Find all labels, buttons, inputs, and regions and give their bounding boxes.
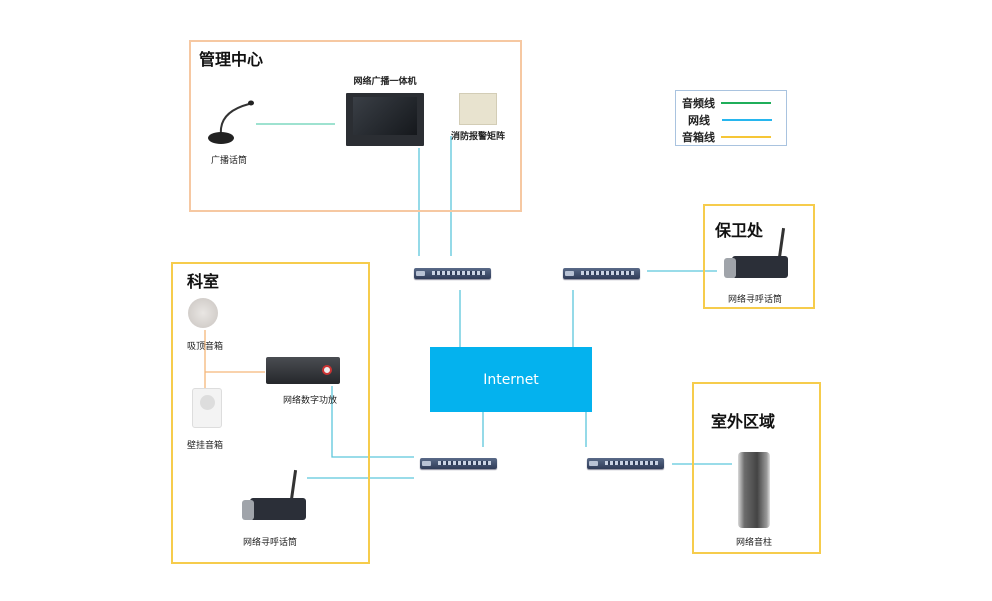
console-body [250,498,306,520]
amp-knob [322,365,332,375]
legend-item-network: 网线 [688,112,772,128]
broadcast-host-device [346,93,424,146]
label-column-speaker: 网络音柱 [735,538,773,548]
label-paging-mic-security: 网络寻呼话筒 [727,295,783,305]
zone-management [189,40,522,212]
line-amp-switch3 [331,386,414,458]
internet-cloud: Internet [430,347,592,412]
legend-swatch [721,136,771,138]
label-broadcast-mic: 广播话筒 [210,156,248,166]
zone-management-title: 管理中心 [199,50,264,69]
mic-stem [289,469,298,501]
label-digital-amplifier: 网络数字功放 [282,396,338,406]
handset [242,500,254,520]
legend: 音频线 网线 音箱线 [675,90,787,146]
zone-outdoor-title: 室外区域 [711,412,776,431]
label-paging-mic-department: 网络寻呼话筒 [242,538,298,548]
console-body [732,256,788,278]
fire-alarm-matrix-device [459,93,497,125]
legend-swatch [721,102,771,104]
label-broadcast-host: 网络广播一体机 [353,77,417,87]
zone-security-title: 保卫处 [715,221,764,240]
speaker-cone [200,395,215,410]
legend-item-audio: 音频线 [682,95,771,111]
legend-item-speaker: 音箱线 [682,129,771,145]
legend-swatch [722,119,772,121]
handset [724,258,736,278]
legend-label: 网线 [688,114,710,127]
legend-label: 音箱线 [682,131,715,144]
label-fire-alarm-matrix: 消防报警矩阵 [450,132,506,142]
digital-amplifier-device [266,357,340,384]
host-screen [353,97,417,135]
network-switch-2 [563,268,640,279]
zone-department [171,262,370,564]
paging-mic-security-device [720,227,790,282]
internet-label: Internet [483,371,539,388]
network-switch-3 [420,458,497,469]
paging-mic-department-device [240,469,306,525]
legend-label: 音频线 [682,97,715,110]
zone-outdoor [692,382,821,554]
zone-department-title: 科室 [187,272,220,291]
label-wall-speaker: 壁挂音箱 [186,441,224,451]
gooseneck-mic-icon [208,100,254,144]
column-speaker-icon [738,452,770,528]
zone-security [703,204,815,309]
mic-stem [777,227,786,259]
wall-speaker-icon [192,388,222,428]
label-ceiling-speaker: 吸顶音箱 [186,342,224,352]
network-switch-1 [414,268,491,279]
network-switch-4 [587,458,664,469]
ceiling-speaker-icon [188,298,218,328]
